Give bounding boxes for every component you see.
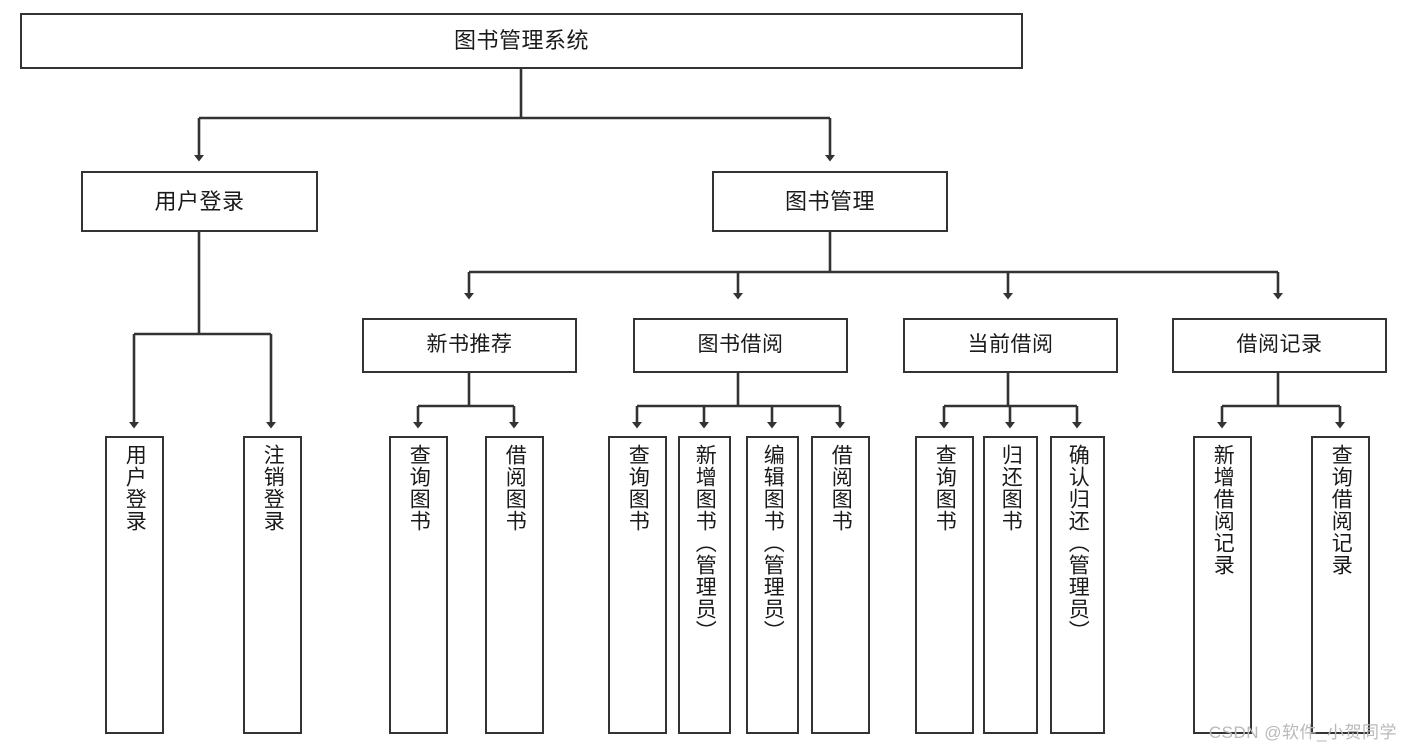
- node-leaf-query-record[interactable]: 查询借阅记录: [1311, 436, 1370, 734]
- node-leaf-add-book[interactable]: 新增图书（管理员）: [678, 436, 731, 734]
- node-book-borrow[interactable]: 图书借阅: [633, 318, 848, 373]
- node-leaf-query-record-label: 查询借阅记录: [1329, 444, 1353, 576]
- node-leaf-borrow-book-2-label: 借阅图书: [829, 444, 853, 532]
- node-leaf-query-book-2[interactable]: 查询图书: [608, 436, 667, 734]
- node-user-login-label: 用户登录: [154, 188, 245, 214]
- node-leaf-confirm-return-label: 确认归还（管理员）: [1066, 444, 1090, 642]
- node-leaf-logout-label: 注销登录: [261, 444, 285, 532]
- node-leaf-add-record[interactable]: 新增借阅记录: [1193, 436, 1252, 734]
- node-leaf-logout[interactable]: 注销登录: [243, 436, 302, 734]
- node-leaf-user-login[interactable]: 用户登录: [105, 436, 164, 734]
- node-leaf-edit-book-label: 编辑图书（管理员）: [761, 444, 785, 642]
- node-leaf-user-login-label: 用户登录: [123, 444, 147, 532]
- node-leaf-edit-book[interactable]: 编辑图书（管理员）: [746, 436, 799, 734]
- node-leaf-confirm-return[interactable]: 确认归还（管理员）: [1050, 436, 1105, 734]
- node-leaf-borrow-book-1[interactable]: 借阅图书: [485, 436, 544, 734]
- node-leaf-query-book-3-label: 查询图书: [933, 444, 957, 532]
- node-leaf-query-book-2-label: 查询图书: [626, 444, 650, 532]
- node-borrow-record[interactable]: 借阅记录: [1172, 318, 1387, 373]
- node-root[interactable]: 图书管理系统: [20, 13, 1023, 69]
- node-leaf-borrow-book-1-label: 借阅图书: [503, 444, 527, 532]
- node-root-label: 图书管理系统: [453, 28, 589, 54]
- node-new-book-recommend-label: 新书推荐: [426, 333, 513, 357]
- node-leaf-return-book[interactable]: 归还图书: [983, 436, 1038, 734]
- node-book-manage-label: 图书管理: [784, 188, 875, 214]
- node-current-borrow[interactable]: 当前借阅: [903, 318, 1118, 373]
- node-new-book-recommend[interactable]: 新书推荐: [362, 318, 577, 373]
- node-book-borrow-label: 图书借阅: [697, 333, 784, 357]
- node-leaf-query-book-1-label: 查询图书: [407, 444, 431, 532]
- node-leaf-return-book-label: 归还图书: [999, 444, 1023, 532]
- csdn-watermark: CSDN @软件_小贺同学: [1208, 723, 1397, 742]
- node-leaf-add-record-label: 新增借阅记录: [1211, 444, 1235, 576]
- node-current-borrow-label: 当前借阅: [967, 333, 1054, 357]
- node-leaf-borrow-book-2[interactable]: 借阅图书: [811, 436, 870, 734]
- node-leaf-query-book-1[interactable]: 查询图书: [389, 436, 448, 734]
- node-leaf-query-book-3[interactable]: 查询图书: [915, 436, 974, 734]
- node-leaf-add-book-label: 新增图书（管理员）: [693, 444, 717, 642]
- node-borrow-record-label: 借阅记录: [1236, 333, 1323, 357]
- node-user-login[interactable]: 用户登录: [81, 171, 318, 232]
- node-book-manage[interactable]: 图书管理: [712, 171, 948, 232]
